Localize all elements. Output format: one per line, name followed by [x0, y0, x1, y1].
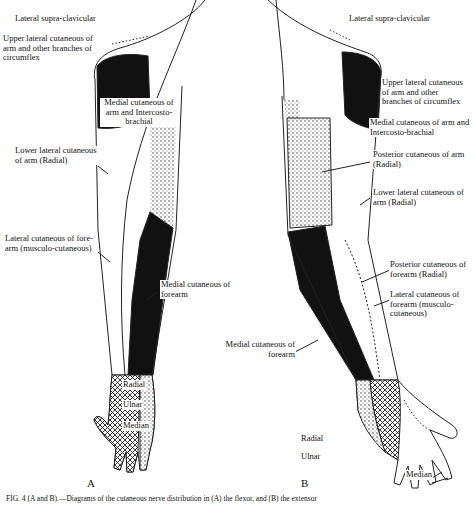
nerve-label: Lateral cutaneous of forearm (musculo-cu…: [389, 290, 471, 319]
hand: [356, 380, 457, 488]
arm-outline: [152, 86, 182, 375]
nerve-boundary: [276, 0, 284, 100]
leader-line: [295, 340, 318, 352]
leader-line: [374, 300, 390, 306]
region-medial-arm: [284, 100, 300, 118]
nerve-label: Medial cutaneous of forearm: [160, 280, 234, 299]
nerve-label: Lateral cutaneous of fore-arm (musculo-c…: [4, 234, 98, 253]
leader-line: [360, 198, 370, 205]
nerve-label: Upper lateral cutaneous of arm and other…: [2, 34, 96, 63]
nerve-label: Median: [122, 421, 150, 431]
nerve-label: Upper lateral cutaneous of arm and other…: [381, 78, 471, 107]
figure-letter: A: [86, 477, 96, 489]
leader-line: [432, 478, 448, 483]
nerve-label: Lateral supra-clavicular: [348, 14, 431, 24]
nerve-label: Median: [405, 470, 433, 480]
leader-line: [98, 252, 110, 262]
region-posterior-arm: [287, 118, 332, 228]
nerve-label: Ulnar: [300, 452, 321, 462]
leader-line: [146, 292, 157, 300]
leader-line: [322, 162, 370, 172]
nerve-label: Medial cutaneous of arm and Intercosto-b…: [369, 118, 471, 137]
leader-line: [432, 472, 442, 478]
region-medial-forearm: [288, 226, 374, 380]
nerve-label: Posterior cutaneous of arm (Radial): [372, 150, 470, 169]
dotted-boundary: [404, 400, 430, 430]
nerve-label: Medial cutaneous of forearm: [222, 340, 296, 359]
hand: [94, 375, 155, 472]
nerve-label: Medial cutaneous of arm and Intercosto-b…: [100, 98, 178, 127]
nerve-label: Radial: [122, 380, 146, 390]
figure-caption: FIG. 4 (A and B).—Diagrams of the cutane…: [6, 494, 317, 503]
arm-outline: [94, 0, 205, 375]
figure-letter: B: [300, 477, 309, 489]
nerve-label: Radial: [300, 434, 324, 444]
nerve-boundary: [121, 0, 196, 375]
nerve-label: Ulnar: [122, 400, 143, 410]
nerve-label: Lateral supra-clavicular: [14, 14, 97, 24]
dotted-boundary: [112, 36, 150, 44]
region-ulnar: [356, 380, 385, 452]
nerve-label: Lower lateral cutaneous of arm (Radial): [14, 146, 98, 165]
arm-outline: [282, 96, 356, 380]
leader-line: [98, 166, 108, 174]
dotted-boundary: [330, 30, 350, 40]
nerve-label: Lower lateral cutaneous of arm (Radial): [372, 188, 470, 207]
nerve-label: Posterior cutaneous of forearm (Radial): [389, 260, 471, 279]
leader-line: [362, 270, 390, 282]
dotted-boundary: [345, 240, 380, 380]
